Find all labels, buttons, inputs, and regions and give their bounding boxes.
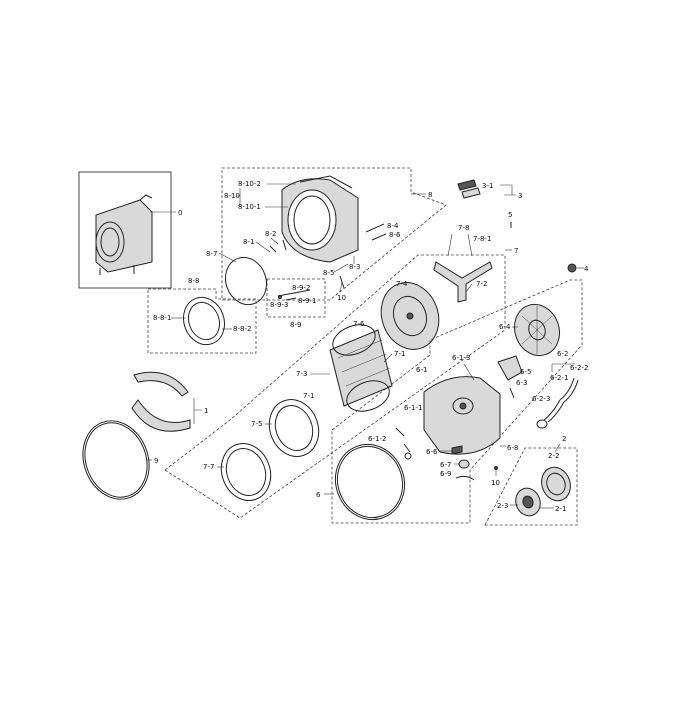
callout-6-2-2: 6-2-2 xyxy=(570,364,588,372)
group-8-9: 8-9-2 8-9-3 8-9-1 8-9 xyxy=(266,278,326,329)
callout-8-10-2: 8-10-2 xyxy=(238,180,261,188)
callout-7-2: 7-2 xyxy=(476,280,487,288)
callout-3-1: 3-1 xyxy=(482,182,493,190)
callout-10-bottom: 10 xyxy=(491,479,500,487)
part-6-4-pulley: 6-4 xyxy=(499,303,561,357)
callout-6-9: 6-9 xyxy=(440,470,451,478)
callout-8-8-1: 8-8-1 xyxy=(153,314,171,322)
callout-10-top: 10 xyxy=(337,294,346,302)
callout-8-10: 8-10 xyxy=(224,192,240,200)
part-9-ring: 9 xyxy=(82,420,158,500)
callout-8-5: 8-5 xyxy=(323,269,334,277)
callout-6-3: 6-3 xyxy=(516,379,527,387)
callout-8-8-2: 8-8-2 xyxy=(233,325,251,333)
callout-7-4: 7-4 xyxy=(396,280,408,288)
part-2-2-rotor: 2-2 xyxy=(541,452,571,502)
callout-8-4: 8-4 xyxy=(387,222,399,230)
group-8-8: 8-8 8-8-1 8-8-2 xyxy=(147,277,257,354)
callout-0: 0 xyxy=(178,209,182,217)
callout-7-1-b: 7-1 xyxy=(303,392,314,400)
callout-6-1-3: 6-1-3 xyxy=(452,354,470,362)
callout-6-1: 6-1 xyxy=(416,366,427,374)
callout-4: 4 xyxy=(584,265,589,273)
part-2-1-stator: 2-1 2-3 xyxy=(497,487,566,517)
callout-6-5: 6-5 xyxy=(520,368,531,376)
callout-7-1-a: 7-1 xyxy=(394,350,405,358)
group-6: 6-4 6-5 6-3 6-2 6-2-1 6-2-2 6-2-3 6-1-3 xyxy=(316,279,588,524)
callout-8: 8 xyxy=(428,191,432,199)
callout-2-2: 2-2 xyxy=(548,452,559,460)
callout-8-7: 8-7 xyxy=(206,250,217,258)
small-parts-6-6-to-6-9: 6-6 6-7 6-9 6-8 10 xyxy=(426,444,518,487)
callout-6-2-3: 6-2-3 xyxy=(532,395,550,403)
callout-8-9-2: 8-9-2 xyxy=(292,284,310,292)
callout-3: 3 xyxy=(518,192,522,200)
part-5: 5 xyxy=(508,211,512,228)
part-6-1-outer-tub: 6-1-3 6-1 6-1-1 6-1-2 xyxy=(368,354,501,460)
callout-2-1: 2-1 xyxy=(555,505,566,513)
callout-7: 7 xyxy=(514,247,518,255)
callout-1: 1 xyxy=(204,407,208,415)
callout-7-8: 7-8 xyxy=(458,224,469,232)
part-4: 4 xyxy=(567,263,589,273)
callout-7-7: 7-7 xyxy=(203,463,214,471)
callout-5: 5 xyxy=(508,211,512,219)
group-8: 8 8-10 8-10-2 8-10-1 8-2 8-1 8-4 8-6 8-3… xyxy=(221,167,447,302)
callout-8-2: 8-2 xyxy=(265,230,276,238)
part-7-7-balancer: 7-7 xyxy=(203,443,272,501)
callout-6-8: 6-8 xyxy=(507,444,518,452)
callout-8-9-3: 8-9-3 xyxy=(270,301,288,309)
assembly-0-box: 0 xyxy=(78,171,182,289)
callout-6: 6 xyxy=(316,491,321,499)
part-6-5: 6-5 6-3 xyxy=(497,355,531,399)
callout-6-1-2: 6-1-2 xyxy=(368,435,386,443)
callout-6-6: 6-6 xyxy=(426,448,438,456)
callout-8-9: 8-9 xyxy=(290,321,301,329)
callout-6-2-1: 6-2-1 xyxy=(550,374,568,382)
group-2: 2 2-2 2-1 2-3 xyxy=(484,435,578,526)
callout-6-2: 6-2 xyxy=(557,350,568,358)
part-6-ring: 6 xyxy=(316,443,405,521)
outer-tub-front-drawing xyxy=(281,175,359,263)
callout-8-3: 8-3 xyxy=(349,263,360,271)
callout-7-8-1: 7-8-1 xyxy=(473,235,491,243)
callout-2-3: 2-3 xyxy=(497,502,508,510)
callout-9: 9 xyxy=(154,457,158,465)
callout-8-8: 8-8 xyxy=(188,277,199,285)
part-7-4-drum-back: 7-4 xyxy=(380,280,440,350)
group-7: 7 7-8 7-8-1 7-2 7-4 7-6 7-1 7-3 xyxy=(164,224,518,519)
callout-6-7: 6-7 xyxy=(440,461,451,469)
callout-6-4: 6-4 xyxy=(499,323,511,331)
part-7-5-drum-front: 7-1 7-5 xyxy=(251,392,320,457)
callout-8-1: 8-1 xyxy=(243,238,254,246)
part-6-2-hose: 6-2 6-2-1 6-2-2 6-2-3 xyxy=(532,350,588,429)
part-1-clamp: 1 xyxy=(131,371,208,432)
part-3-bracket: 3-1 3 xyxy=(457,179,522,200)
assembly-0-drawing xyxy=(95,194,153,275)
callout-7-6: 7-6 xyxy=(353,320,365,328)
part-7-3-drum-cylinder: 7-6 7-1 7-3 xyxy=(296,320,405,412)
callout-7-3: 7-3 xyxy=(296,370,307,378)
callout-6-1-1: 6-1-1 xyxy=(404,404,422,412)
part-8-7-gasket: 8-7 xyxy=(206,250,268,306)
callout-8-6: 8-6 xyxy=(389,231,401,239)
callout-8-9-1: 8-9-1 xyxy=(298,297,316,305)
callout-2: 2 xyxy=(562,435,566,443)
part-7-8-spider: 7-8 7-8-1 7-2 xyxy=(433,224,493,303)
callout-7-5: 7-5 xyxy=(251,420,262,428)
callout-8-10-1: 8-10-1 xyxy=(238,203,261,211)
